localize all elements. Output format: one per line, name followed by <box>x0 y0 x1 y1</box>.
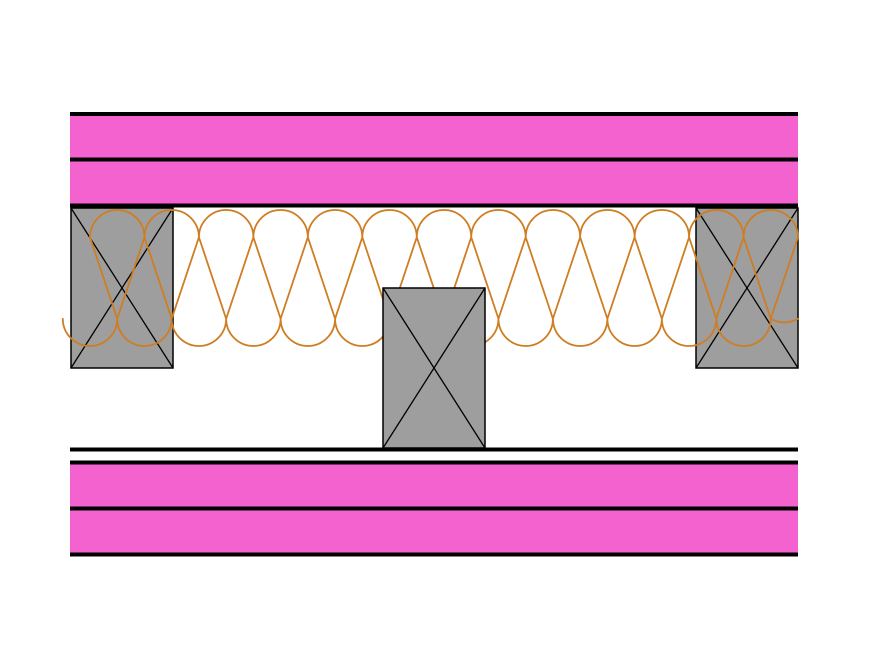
stud-center <box>382 287 486 449</box>
bottom-board-layer-2 <box>70 509 798 554</box>
bottom-board-layer-1 <box>70 463 798 508</box>
top-board-layer-2 <box>70 160 798 205</box>
bottom-board-assembly <box>70 447 798 557</box>
stud-left <box>70 207 174 369</box>
stud-right-cross-2 <box>695 207 799 369</box>
stud-right <box>695 207 799 369</box>
stud-left-cross-2 <box>70 207 174 369</box>
top-board-layer-1 <box>70 114 798 159</box>
stud-center-cross-2 <box>382 287 486 449</box>
top-board-assembly <box>70 112 798 208</box>
